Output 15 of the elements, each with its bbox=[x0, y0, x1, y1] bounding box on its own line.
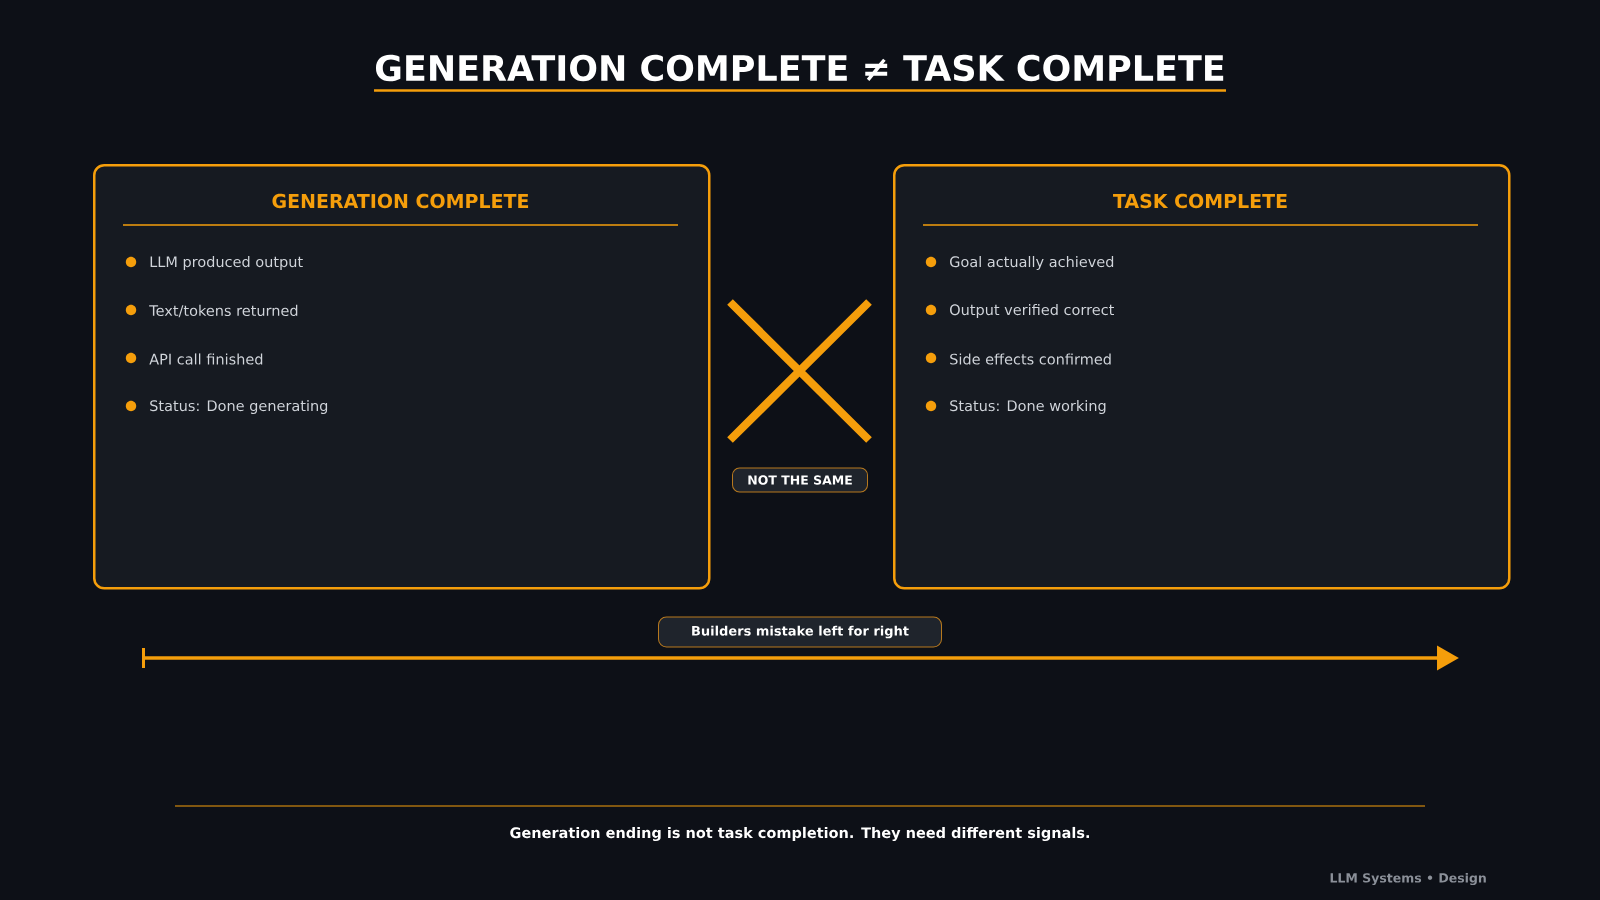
card-heading: TASK COMPLETE bbox=[1113, 193, 1287, 209]
footer-text: LLM Systems • Design bbox=[1330, 872, 1486, 886]
card-heading: GENERATION COMPLETE bbox=[272, 193, 529, 209]
bullet-text: Text/tokens returned bbox=[149, 304, 298, 318]
bullet-text: Status: Done working bbox=[950, 400, 1106, 414]
caption: Generation ending is not task completion. They need different signals. bbox=[510, 826, 1089, 842]
bullet-text: Output verified correct bbox=[950, 304, 1114, 318]
bullet-text: Goal actually achieved bbox=[950, 256, 1114, 270]
arrow-label: Builders mistake left for right bbox=[658, 616, 942, 648]
title: GENERATION COMPLETE ≠ TASK COMPLETE bbox=[375, 54, 1224, 82]
bullet-text: LLM produced output bbox=[150, 256, 303, 270]
tag-pill: NOT THE SAME bbox=[732, 467, 868, 493]
bullet-text: API call finished bbox=[149, 353, 263, 365]
bullet-text: Status: Done generating bbox=[150, 400, 328, 414]
bullet-text: Side effects confirmed bbox=[950, 353, 1111, 365]
